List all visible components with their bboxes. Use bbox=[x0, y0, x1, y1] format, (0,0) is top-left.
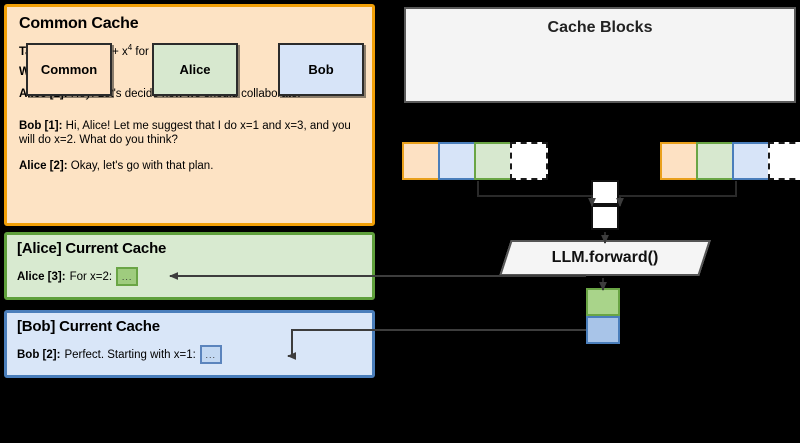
message-text: For x=2: bbox=[69, 270, 113, 283]
bob-pending-token-chip: ... bbox=[199, 345, 222, 364]
strip-right-cell-bob bbox=[732, 142, 770, 180]
strip-left-cell-bob bbox=[438, 142, 476, 180]
message-text: Okay, let's go with that plan. bbox=[70, 160, 214, 172]
llm-forward-label: LLM.forward() bbox=[551, 249, 659, 266]
bob-current-cache-panel: [Bob] Current Cache Bob [2]: Perfect. St… bbox=[4, 310, 375, 378]
cache-block-common: Common bbox=[26, 43, 112, 96]
cache-blocks-panel: Cache Blocks bbox=[404, 7, 796, 103]
bob-cache-title: [Bob] Current Cache bbox=[17, 318, 160, 335]
alice-cache-message: Alice [3]: For x=2: ... bbox=[17, 267, 139, 286]
message-text: Hi, Alice! Let me suggest that I do x=1 … bbox=[19, 120, 351, 147]
strip-left-cell-pending bbox=[510, 142, 548, 180]
message-text: Perfect. Starting with x=1: bbox=[64, 348, 196, 361]
message-speaker: Alice [2]: bbox=[19, 160, 68, 172]
strip-right-cell-pending bbox=[768, 142, 800, 180]
message-speaker: Bob [1]: bbox=[19, 120, 63, 132]
bob-cache-message: Bob [2]: Perfect. Starting with x=1: ... bbox=[17, 345, 222, 364]
message-alice-2: Alice [2]: Okay, let's go with that plan… bbox=[19, 159, 362, 173]
llm-input-cell-top bbox=[591, 180, 619, 205]
message-speaker: Alice [3]: bbox=[17, 270, 66, 283]
strip-right-cell-common bbox=[660, 142, 698, 180]
cache-block-bob: Bob bbox=[278, 43, 364, 96]
message-bob-1: Bob [1]: Hi, Alice! Let me suggest that … bbox=[19, 119, 362, 147]
arrow-strip-left-to-llm bbox=[477, 181, 596, 207]
alice-cache-title: [Alice] Current Cache bbox=[17, 240, 167, 257]
llm-output-cell-alice bbox=[586, 288, 620, 316]
strip-right-cell-alice bbox=[696, 142, 734, 180]
cache-block-alice: Alice bbox=[152, 43, 238, 96]
strip-left-cell-alice bbox=[474, 142, 512, 180]
cache-blocks-title: Cache Blocks bbox=[547, 19, 653, 36]
common-cache-title: Common Cache bbox=[19, 15, 139, 32]
task-exponent-2: 4 bbox=[127, 43, 133, 53]
alice-current-cache-panel: [Alice] Current Cache Alice [3]: For x=2… bbox=[4, 232, 375, 300]
strip-left-cell-common bbox=[402, 142, 440, 180]
llm-output-cell-bob bbox=[586, 316, 620, 344]
alice-pending-token-chip: ... bbox=[116, 267, 139, 286]
common-cache-panel: Common Cache Task: compute x2 + x4 for x… bbox=[4, 4, 375, 226]
llm-input-cell-bottom bbox=[591, 205, 619, 230]
message-speaker: Bob [2]: bbox=[17, 348, 61, 361]
task-text-b: + x bbox=[108, 46, 128, 58]
arrow-strip-right-to-llm bbox=[616, 181, 737, 207]
